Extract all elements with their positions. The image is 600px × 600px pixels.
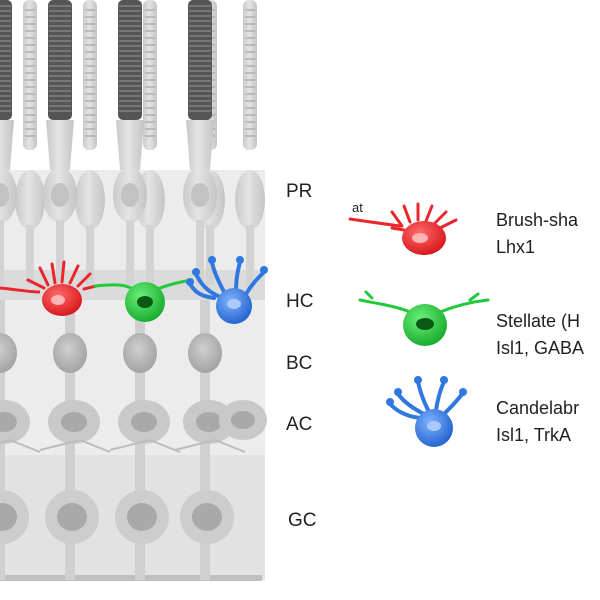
- inner-retina-column: [39, 300, 111, 580]
- layer-label-hc: HC: [286, 291, 314, 312]
- legend-markers-brush-shaped: Lhx1: [496, 237, 536, 257]
- legend-axon-tag: at: [352, 200, 363, 215]
- legend-type-brush-shaped: Brush-sha: [496, 210, 579, 230]
- rod-photoreceptor: [235, 0, 265, 285]
- inner-retina-cells: [0, 300, 267, 580]
- candelabrum-cell-icon: [386, 376, 467, 447]
- brush-shaped-horizontal-cell: [0, 260, 98, 316]
- inner-retina-column: [0, 300, 41, 580]
- layer-label-ac: AC: [286, 414, 313, 435]
- rod-photoreceptor: [15, 0, 45, 285]
- layer-label-bc: BC: [286, 353, 313, 374]
- legend-markers-stellate: Isl1, GABA: [496, 338, 585, 358]
- bipolar-cell: [188, 333, 222, 373]
- horizontal-cells-in-retina: [0, 256, 268, 324]
- candelabrum-horizontal-cell: [186, 256, 268, 324]
- legend-type-stellate: Stellate (H: [496, 311, 581, 331]
- brush-shaped-cell-icon: [348, 202, 458, 255]
- legend-icons: [348, 202, 490, 447]
- photoreceptor-columns: [0, 0, 265, 285]
- legend-type-candelabrum: Candelabr: [496, 398, 580, 418]
- rod-photoreceptor: [75, 0, 105, 285]
- bipolar-cell: [0, 333, 17, 373]
- cone-photoreceptor: [183, 0, 217, 285]
- stellate-cell-icon: [358, 290, 490, 346]
- cone-photoreceptor: [113, 0, 147, 285]
- bipolar-cell: [123, 333, 157, 373]
- legend-markers-candelabrum: Isl1, TrkA: [496, 425, 572, 445]
- stellate-horizontal-cell: [93, 278, 194, 322]
- layer-label-pr: PR: [286, 181, 313, 202]
- inner-retina-column: [109, 300, 181, 580]
- layer-label-gc: GC: [288, 510, 317, 531]
- bipolar-cell: [53, 333, 87, 373]
- cone-photoreceptor: [43, 0, 77, 285]
- cone-photoreceptor: [0, 0, 17, 285]
